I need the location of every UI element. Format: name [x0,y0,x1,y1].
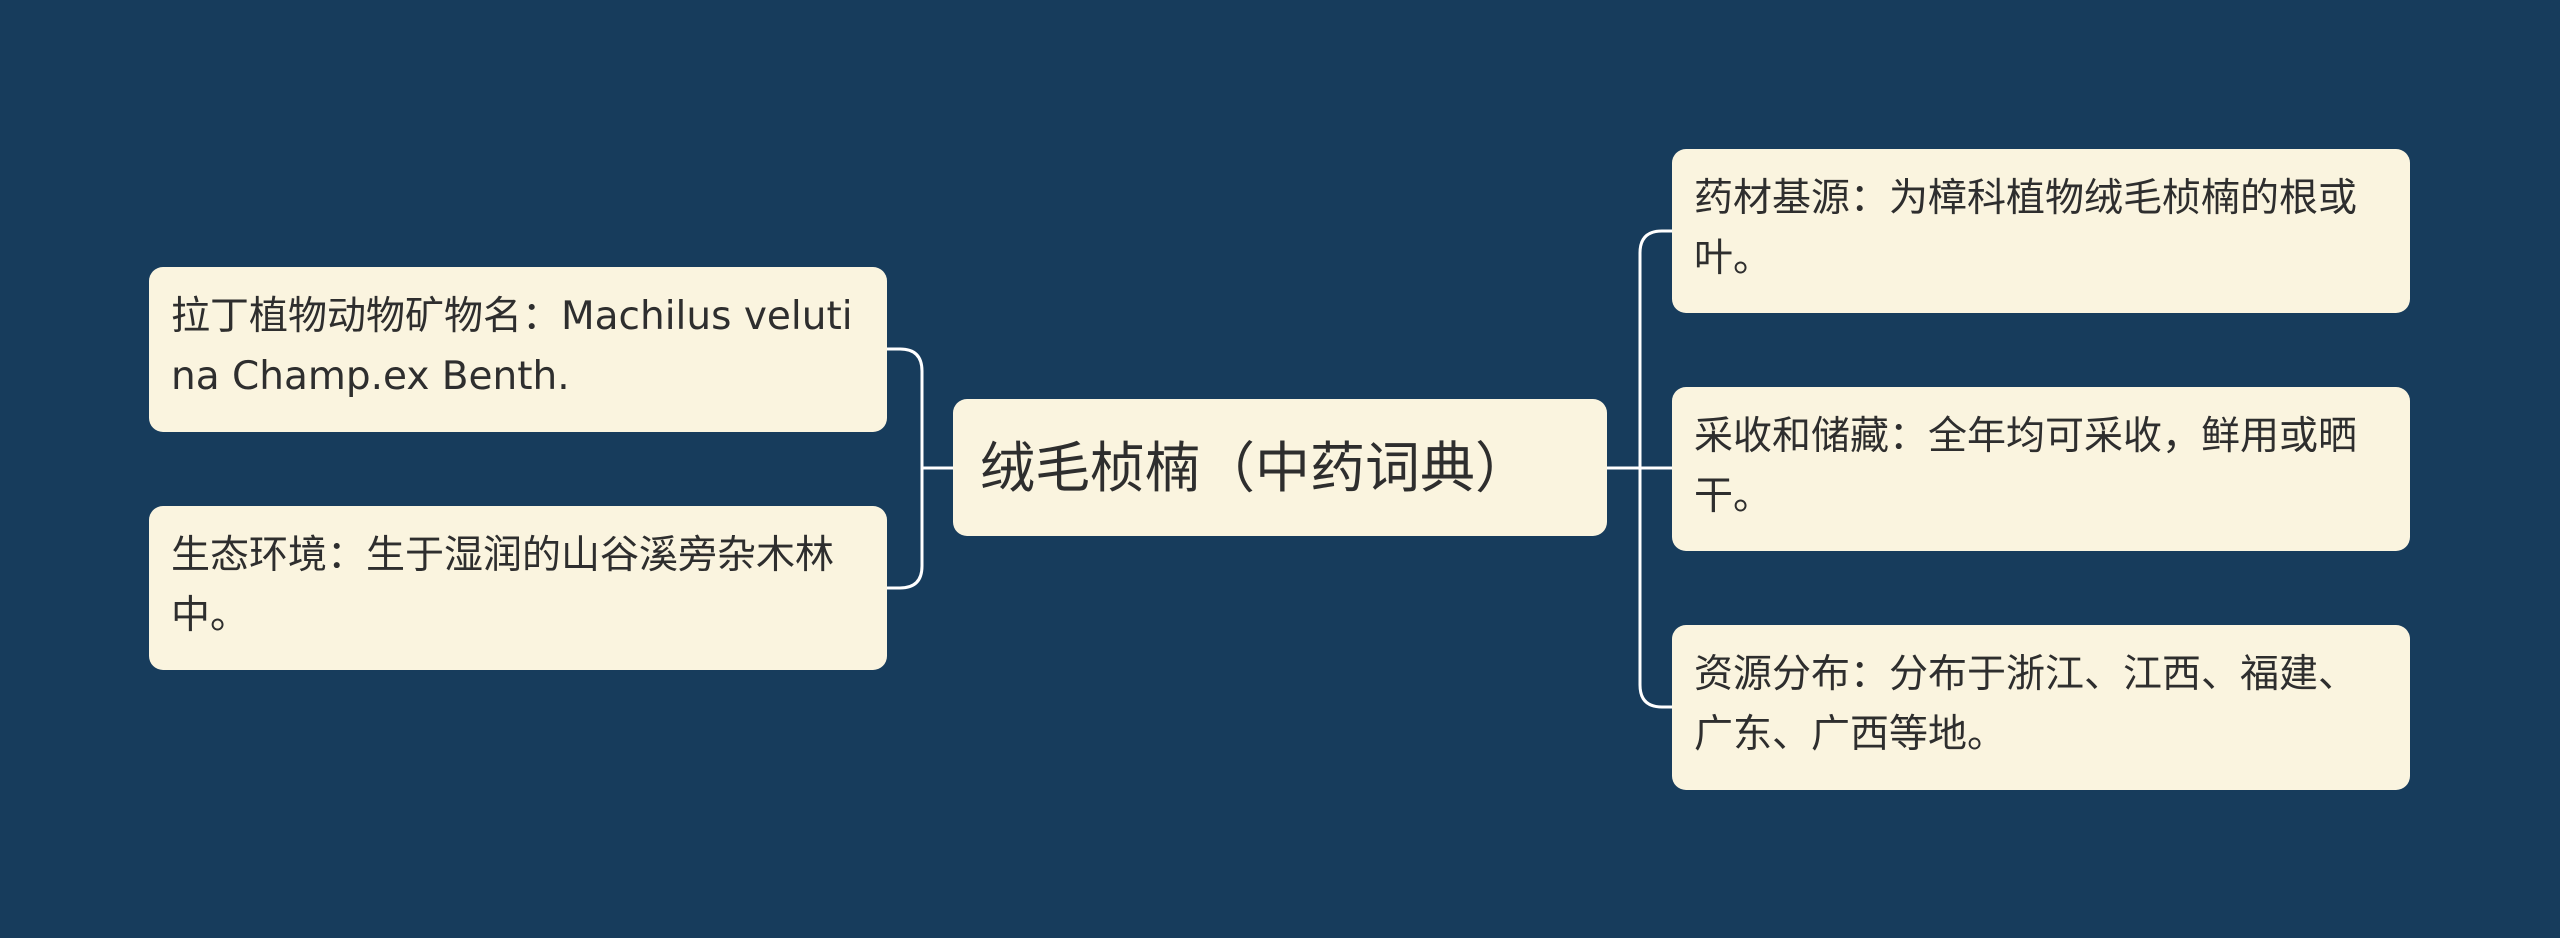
branch-label-harvest-storage: 采收和储藏：全年均可采收，鲜用或晒干。 [1694,414,2358,519]
branch-node-habitat[interactable]: 生态环境：生于湿润的山谷溪旁杂木林中。 [149,506,887,670]
branch-label-distribution: 资源分布：分布于浙江、江西、福建、广东、广西等地。 [1694,652,2358,757]
connector-left-branch-2 [885,466,924,590]
central-topic-label: 绒毛桢楠（中药词典） [980,436,1531,500]
connector-right-branch-3 [1638,466,1674,709]
branch-node-harvest-storage[interactable]: 采收和储藏：全年均可采收，鲜用或晒干。 [1672,387,2410,551]
branch-node-latin-name[interactable]: 拉丁植物动物矿物名：Machilus velutina Champ.ex Ben… [149,267,887,432]
branch-label-habitat: 生态环境：生于湿润的山谷溪旁杂木林中。 [171,533,835,638]
central-topic-node[interactable]: 绒毛桢楠（中药词典） [953,399,1607,536]
branch-node-distribution[interactable]: 资源分布：分布于浙江、江西、福建、广东、广西等地。 [1672,625,2410,790]
branch-label-latin-name: 拉丁植物动物矿物名：Machilus velutina Champ.ex Ben… [171,294,853,399]
connector-right-branch-1 [1638,229,1674,470]
connector-left-branch-1 [885,347,924,470]
branch-node-source[interactable]: 药材基源：为樟科植物绒毛桢楠的根或叶。 [1672,149,2410,313]
branch-label-source: 药材基源：为樟科植物绒毛桢楠的根或叶。 [1694,176,2358,281]
